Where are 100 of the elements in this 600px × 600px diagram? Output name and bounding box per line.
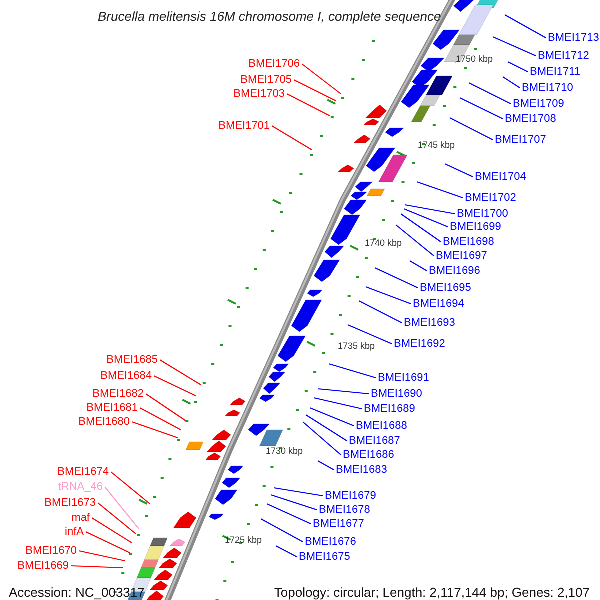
leader-line bbox=[86, 532, 130, 554]
gene-label: BMEI1686 bbox=[343, 448, 394, 462]
leader-line bbox=[132, 421, 178, 439]
leader-line bbox=[410, 260, 428, 272]
leader-line bbox=[70, 565, 124, 569]
gene-label: BMEI1713 bbox=[548, 31, 600, 45]
leader-line bbox=[306, 414, 348, 442]
gene-label: BMEI1699 bbox=[450, 220, 502, 234]
gene-label: BMEI1709 bbox=[513, 97, 564, 111]
leader-line bbox=[444, 164, 474, 178]
gene-label: BMEI1692 bbox=[394, 337, 446, 351]
leader-line bbox=[78, 550, 126, 562]
gene-label: BMEI1674 bbox=[58, 465, 109, 479]
leader-line bbox=[140, 408, 182, 430]
gene-label: BMEI1696 bbox=[429, 264, 480, 278]
leader-line bbox=[504, 14, 546, 38]
gene-label: BMEI1705 bbox=[240, 73, 292, 87]
footer-text: Accession: NC_003317 bbox=[9, 585, 145, 600]
leader-line bbox=[396, 224, 434, 256]
gene-label: maf bbox=[72, 511, 90, 525]
gene-label: BMEI1688 bbox=[356, 419, 408, 433]
gene-label: BMEI1684 bbox=[100, 369, 152, 383]
scale-label: 1725 kbp bbox=[225, 535, 262, 546]
gene-label: BMEI1711 bbox=[530, 65, 581, 79]
leader-line bbox=[366, 286, 412, 305]
leader-line bbox=[508, 62, 528, 72]
leader-line bbox=[146, 394, 186, 422]
leader-line bbox=[302, 422, 342, 456]
gene-label: infA bbox=[65, 525, 84, 539]
leader-line bbox=[328, 363, 376, 379]
leader-line bbox=[468, 82, 512, 104]
gene-label: BMEI1675 bbox=[299, 550, 350, 564]
gene-label: BMEI1710 bbox=[522, 81, 574, 95]
gene-label: BMEI1682 bbox=[92, 387, 144, 401]
leader-line bbox=[266, 504, 312, 524]
leader-line bbox=[502, 76, 520, 88]
gene-label: BMEI1680 bbox=[78, 415, 130, 429]
leader-line bbox=[92, 518, 132, 544]
leader-line bbox=[276, 546, 298, 558]
leader-line bbox=[270, 494, 318, 511]
gene-label: BMEI1689 bbox=[364, 402, 416, 416]
gene-label: BMEI1670 bbox=[26, 544, 77, 558]
leader-line bbox=[404, 208, 448, 228]
diagram-title: Brucella melitensis 16M chromosome I, complete sequence bbox=[98, 9, 442, 24]
leader-line bbox=[374, 268, 418, 288]
gene-label: BMEI1694 bbox=[413, 297, 464, 311]
gene-label: BMEI1701 bbox=[218, 119, 270, 133]
leader-line bbox=[160, 360, 202, 386]
leader-line bbox=[404, 204, 456, 215]
footer-text: Topology: circular; Length: 2,117,144 bp; Genes: 2,107 bbox=[274, 585, 590, 600]
leader-line bbox=[260, 518, 304, 542]
leader-line bbox=[400, 214, 442, 242]
gene-label: BMEI1669 bbox=[18, 559, 69, 573]
gene-label: BMEI1706 bbox=[248, 57, 300, 71]
leader-line bbox=[314, 397, 362, 410]
leader-line bbox=[294, 80, 336, 102]
leader-line bbox=[492, 36, 536, 56]
scale-label: 1750 kbp bbox=[456, 54, 494, 65]
gene-label: BMEI1698 bbox=[443, 235, 494, 249]
gene-label: tRNA_46 bbox=[58, 480, 103, 494]
leader-line bbox=[154, 376, 196, 396]
leader-line bbox=[104, 486, 140, 530]
gene-label: BMEI1703 bbox=[234, 87, 285, 101]
gene-label: BMEI1695 bbox=[420, 281, 472, 295]
leader-line bbox=[318, 460, 334, 470]
scale-label: 1740 kbp bbox=[365, 238, 402, 249]
gene-label: BMEI1704 bbox=[475, 170, 526, 184]
gene-label: BMEI1712 bbox=[538, 49, 590, 63]
leader-line bbox=[110, 472, 150, 504]
leader-line bbox=[302, 64, 342, 94]
gene-label: BMEI1707 bbox=[495, 133, 546, 147]
leader-line bbox=[318, 388, 370, 395]
leader-line bbox=[310, 408, 354, 426]
gene-label: BMEI1691 bbox=[378, 371, 430, 385]
gene-label: BMEI1687 bbox=[349, 434, 400, 448]
gene-label: BMEI1677 bbox=[313, 517, 364, 531]
leader-line bbox=[274, 487, 324, 497]
gene-label: BMEI1676 bbox=[305, 535, 356, 549]
leader-line bbox=[98, 502, 136, 534]
gene-label: BMEI1678 bbox=[319, 503, 370, 517]
gene-label: BMEI1697 bbox=[436, 249, 488, 263]
gene-label: BMEI1685 bbox=[106, 353, 158, 367]
gene-label: BMEI1683 bbox=[336, 463, 388, 477]
gene-label: BMEI1681 bbox=[86, 401, 138, 415]
gene-label: BMEI1700 bbox=[457, 207, 508, 221]
leader-line bbox=[460, 98, 504, 120]
gene-label: BMEI1693 bbox=[404, 316, 456, 330]
gene-label: BMEI1679 bbox=[325, 489, 376, 503]
gene-label: BMEI1673 bbox=[44, 496, 96, 510]
leader-line bbox=[286, 94, 330, 116]
gene-label: BMEI1702 bbox=[465, 191, 516, 205]
scale-label: 1745 kbp bbox=[418, 140, 456, 151]
leader-line bbox=[416, 181, 464, 199]
leader-line bbox=[358, 300, 402, 324]
scale-label: 1735 kbp bbox=[338, 341, 376, 352]
gene-label: BMEI1708 bbox=[505, 112, 556, 126]
gene-label: BMEI1690 bbox=[371, 387, 422, 401]
leader-line bbox=[450, 118, 494, 140]
leader-line bbox=[348, 324, 392, 344]
scale-label: 1730 kbp bbox=[266, 446, 304, 457]
